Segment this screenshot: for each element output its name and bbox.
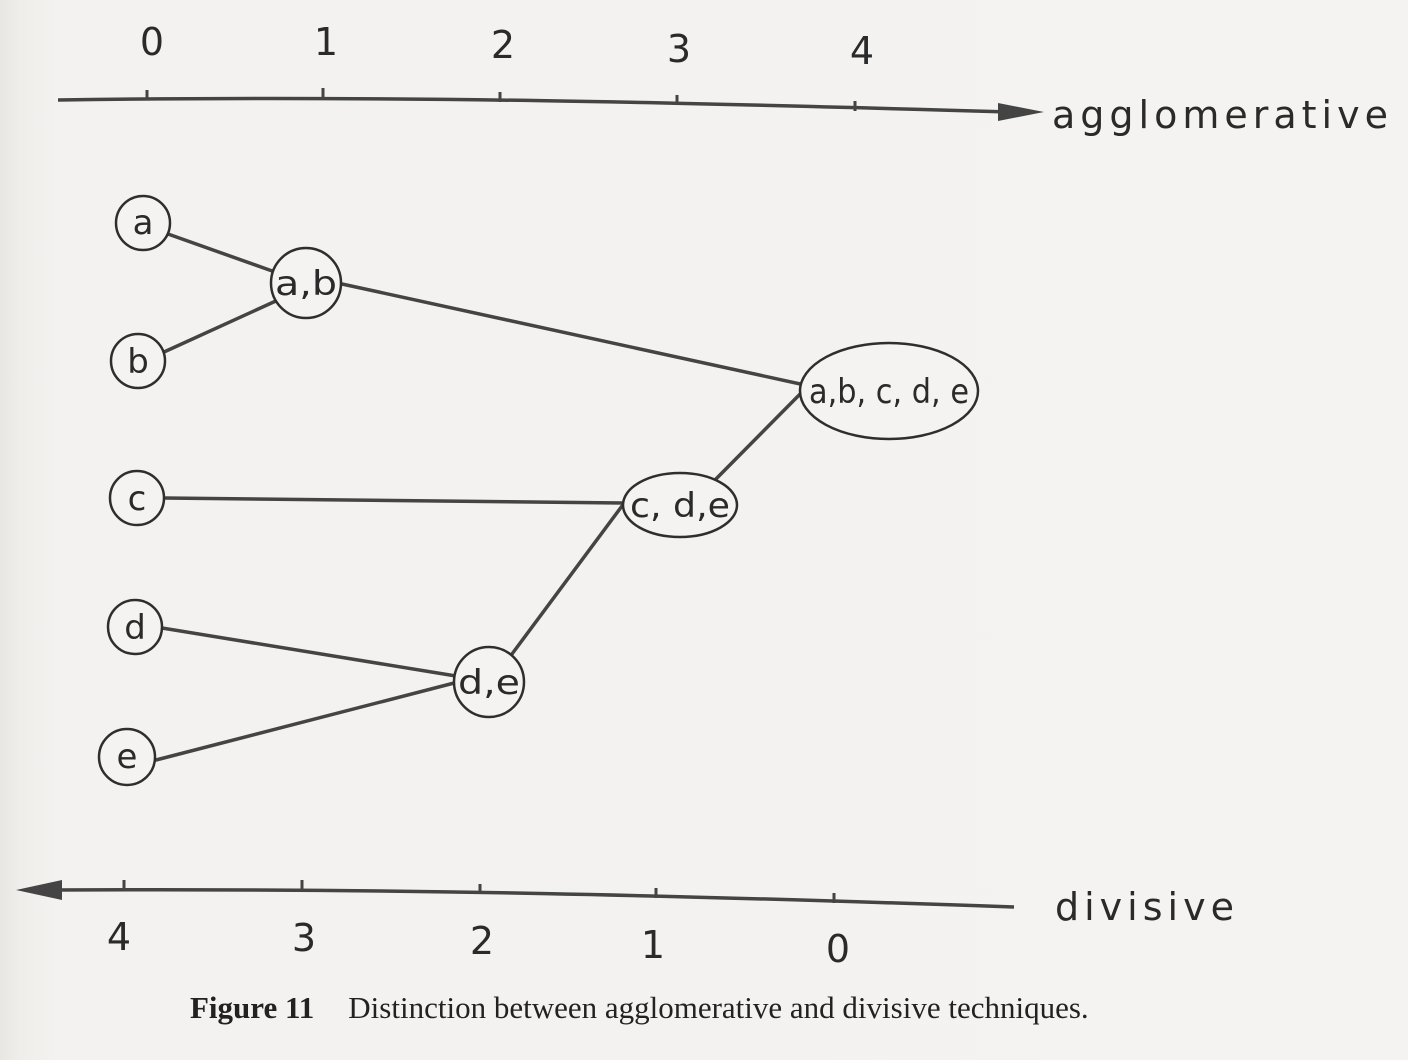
node-ab-circle: [269, 246, 343, 320]
node-d-label: d: [124, 608, 146, 648]
bottom-axis-tick-label: 0: [826, 927, 850, 971]
node-e: e: [97, 727, 157, 787]
edge-a-ab: [166, 232, 277, 274]
node-c-label: c: [128, 479, 147, 519]
node-a-circle: [114, 194, 172, 252]
bottom-axis: 4 3 2 1 0 divisive: [16, 880, 1239, 971]
top-axis-line: [57, 96, 1011, 114]
caption-text: Distinction between agglomerative and di…: [348, 990, 1089, 1025]
node-cde: c, d,e: [621, 471, 739, 539]
top-axis: 0 1 2 3 4 agglomerative: [57, 20, 1393, 137]
figure-number: Figure 11: [190, 990, 315, 1025]
bottom-axis-tick-label: 1: [641, 923, 665, 967]
node-ab: a,b: [269, 246, 343, 320]
top-axis-tick-label: 1: [314, 20, 338, 64]
node-cde-label: c, d,e: [630, 486, 730, 526]
node-a-label: a: [133, 203, 154, 243]
top-axis-title: agglomerative: [1052, 93, 1393, 137]
edge-b-ab: [162, 298, 280, 354]
node-e-label: e: [117, 737, 138, 777]
bottom-axis-tick-label: 2: [470, 919, 494, 963]
top-axis-arrowhead: [998, 103, 1044, 121]
node-abcde: a,b, c, d, e: [798, 341, 980, 441]
node-abcde-label: a,b, c, d, e: [809, 372, 969, 412]
top-axis-tick-label: 3: [667, 27, 691, 71]
node-b: b: [109, 332, 167, 390]
bottom-axis-tick-label: 3: [292, 916, 316, 960]
node-de-label: d,e: [458, 663, 520, 703]
node-ab-label: a,b: [275, 264, 337, 304]
node-d-circle: [106, 598, 164, 656]
bottom-axis-arrowhead: [16, 880, 62, 900]
node-de-circle: [452, 645, 526, 719]
node-abcde-ellipse: [798, 341, 980, 441]
top-axis-tick-label: 0: [140, 20, 164, 64]
figure-caption: Figure 11 Distinction between agglomerati…: [190, 990, 1290, 1026]
edge-cde-abcde: [711, 380, 814, 484]
node-a: a: [114, 194, 172, 252]
node-c-circle: [108, 469, 166, 527]
edge-c-cde: [162, 496, 625, 505]
top-axis-tick-label: 4: [850, 29, 874, 73]
node-b-label: b: [127, 342, 149, 382]
edge-d-de: [160, 626, 458, 678]
bottom-axis-line: [51, 887, 1015, 909]
edges: [154, 232, 814, 762]
edge-e-de: [154, 680, 460, 762]
node-cde-ellipse: [621, 471, 739, 539]
edge-ab-abcde: [340, 282, 807, 387]
top-axis-tick-label: 2: [491, 23, 515, 67]
node-b-circle: [109, 332, 167, 390]
edge-de-cde: [510, 504, 624, 656]
bottom-axis-tick-label: 4: [107, 915, 131, 959]
node-e-circle: [97, 727, 157, 787]
node-de: d,e: [452, 645, 526, 719]
bottom-axis-title: divisive: [1055, 885, 1239, 929]
node-c: c: [108, 469, 166, 527]
node-d: d: [106, 598, 164, 656]
